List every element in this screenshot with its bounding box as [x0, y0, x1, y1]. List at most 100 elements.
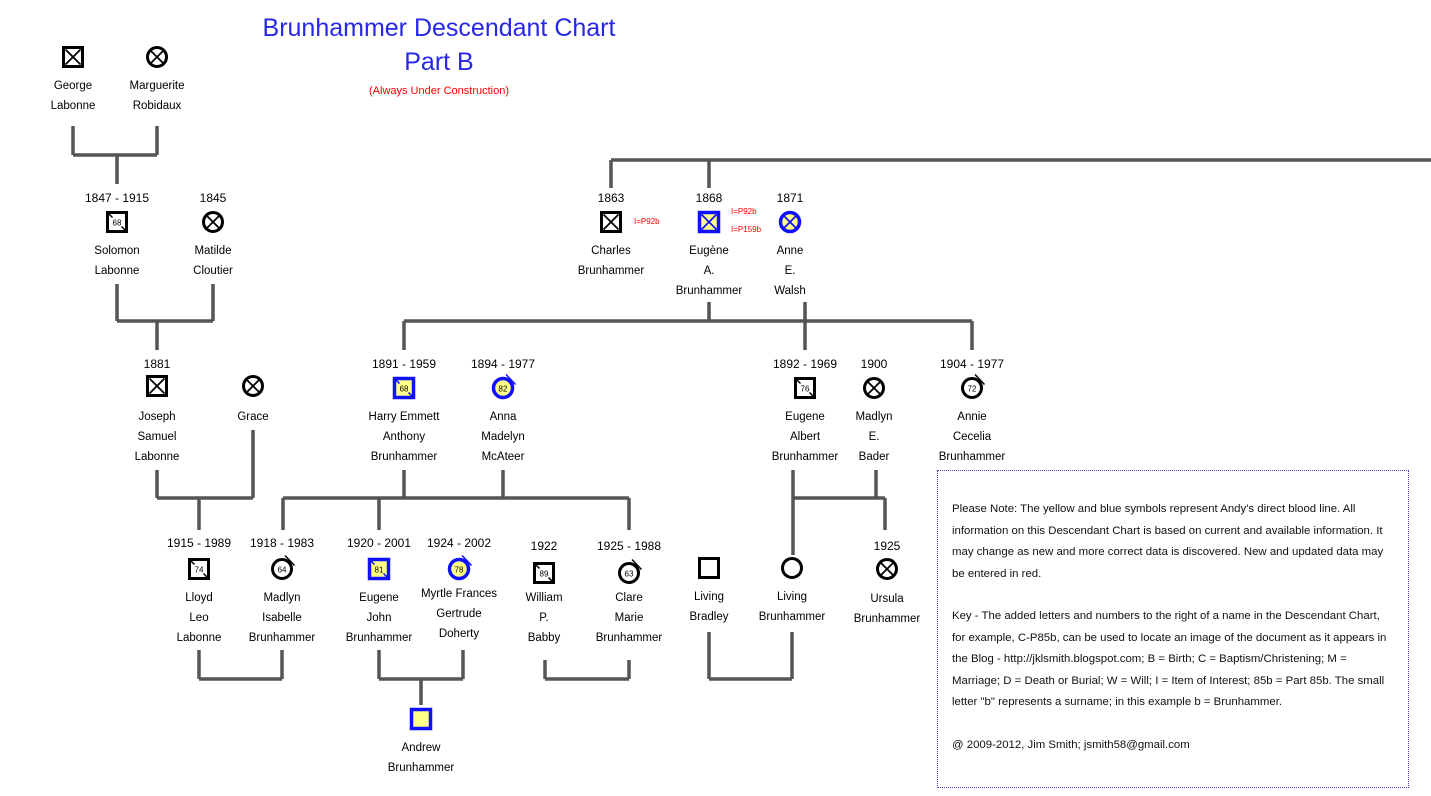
person-matilde-name: Cloutier [193, 265, 233, 277]
person-solomon-deceased-mark-icon [106, 211, 114, 219]
person-matilde-deceased-mark-icon [204, 213, 222, 231]
person-marguerite-name: Marguerite [130, 80, 185, 92]
person-annie-age: 72 [968, 385, 977, 394]
person-anna-mcateer-name: Madelyn [481, 431, 524, 443]
person-ursula-name: Brunhammer [854, 613, 921, 625]
person-madlyn-bader-name: Madlyn [855, 411, 892, 423]
person-grace-name: Grace [237, 411, 268, 423]
person-william-name: Babby [528, 632, 561, 644]
person-eugene-john-dates: 1920 - 2001 [347, 536, 411, 550]
person-madlyn-isabelle-name: Madlyn [263, 592, 300, 604]
person-william-name: William [525, 592, 562, 604]
person-ursula-dates: 1925 [874, 539, 901, 553]
person-eugene-albert-age: 76 [801, 385, 810, 394]
person-charles-name: Charles [591, 245, 631, 257]
person-joseph-name: Joseph [138, 411, 175, 423]
person-eugene-a-name: Brunhammer [676, 285, 743, 297]
legend-note-box: Please Note: The yellow and blue symbols… [937, 470, 1409, 788]
person-joseph-dates: 1881 [144, 357, 171, 371]
person-harry-deceased-mark-icon [393, 377, 401, 385]
person-lloyd-dates: 1915 - 1989 [167, 536, 231, 550]
person-solomon-age: 68 [113, 219, 122, 228]
person-madlyn-isabelle-deceased-mark-icon [284, 554, 296, 567]
person-lloyd-name: Labonne [177, 632, 222, 644]
person-living-bradley-name: Living [694, 591, 724, 603]
person-eugene-john-name: Eugene [359, 592, 399, 604]
person-eugene-john-age: 81 [375, 566, 384, 575]
person-annie-deceased-mark-icon [974, 373, 986, 386]
person-eugene-albert-deceased-mark-icon [794, 377, 802, 385]
person-anna-mcateer-age: 82 [499, 385, 508, 394]
person-grace-deceased-mark-icon [244, 377, 262, 395]
person-anna-mcateer-name: McAteer [482, 451, 525, 463]
person-charles-dates: 1863 [598, 191, 625, 205]
person-solomon-name: Labonne [95, 265, 140, 277]
person-eugene-albert-deceased-mark-icon [808, 391, 816, 399]
person-clare-name: Clare [615, 592, 642, 604]
person-eugene-john-deceased-mark-icon [382, 572, 390, 580]
person-charles-ref-code: I=P92b [634, 217, 660, 226]
person-madlyn-bader-deceased-mark-icon [865, 379, 883, 397]
person-eugene-a-name: Eugène [689, 245, 729, 257]
person-ursula-name: Ursula [870, 593, 904, 605]
person-solomon-dates: 1847 - 1915 [85, 191, 149, 205]
person-george-name: Labonne [51, 100, 96, 112]
person-annie-name: Annie [957, 411, 986, 423]
person-myrtle-name: Gertrude [436, 608, 481, 620]
person-andrew-name: Andrew [402, 742, 442, 754]
person-william-deceased-mark-icon [533, 562, 541, 570]
person-matilde-dates: 1845 [200, 191, 227, 205]
person-lloyd-deceased-mark-icon [202, 572, 210, 580]
person-matilde-name: Matilde [194, 245, 231, 257]
person-myrtle-deceased-mark-icon [461, 554, 473, 567]
person-clare-dates: 1925 - 1988 [597, 539, 661, 553]
person-anne-walsh-deceased-mark-icon [781, 213, 799, 231]
person-madlyn-isabelle-dates: 1918 - 1983 [250, 536, 314, 550]
person-marguerite-deceased-mark-icon [148, 48, 166, 66]
person-joseph-deceased-mark-icon [148, 377, 166, 395]
person-madlyn-bader-name: E. [869, 431, 880, 443]
person-clare-name: Brunhammer [596, 632, 663, 644]
person-eugene-albert-name: Eugene [785, 411, 825, 423]
person-harry-name: Harry Emmett [369, 411, 441, 423]
person-harry-name: Brunhammer [371, 451, 438, 463]
person-annie-name: Brunhammer [939, 451, 1006, 463]
person-anna-mcateer-dates: 1894 - 1977 [471, 357, 535, 371]
person-eugene-a-name: A. [704, 265, 715, 277]
person-solomon-deceased-mark-icon [120, 225, 128, 233]
person-anne-walsh-dates: 1871 [777, 191, 804, 205]
person-joseph-name: Labonne [135, 451, 180, 463]
person-harry-name: Anthony [383, 431, 425, 443]
person-eugene-a-ref-code: I=P159b [731, 225, 762, 234]
person-harry-deceased-mark-icon [407, 391, 415, 399]
person-anne-walsh-name: Walsh [774, 285, 806, 297]
note-copyright: @ 2009-2012, Jim Smith; jsmith58@gmail.c… [952, 738, 1190, 751]
person-william-name: P. [539, 612, 548, 624]
person-anne-walsh-name: Anne [777, 245, 804, 257]
person-marguerite-name: Robidaux [133, 100, 182, 112]
person-eugene-albert-name: Albert [790, 431, 821, 443]
person-myrtle-age: 78 [455, 566, 464, 575]
chart-subtitle-part: Part B [404, 48, 474, 76]
person-clare-name: Marie [615, 612, 644, 624]
person-lloyd-name: Lloyd [185, 592, 213, 604]
person-madlyn-isabelle-female-circle-icon [271, 558, 293, 580]
note-paragraph-blood-line: Please Note: The yellow and blue symbols… [952, 503, 1384, 580]
person-clare-female-circle-icon [618, 562, 640, 584]
person-andrew-name: Brunhammer [388, 762, 455, 774]
person-living-bradley-male-square-icon [698, 557, 720, 579]
person-eugene-john-deceased-mark-icon [368, 558, 376, 566]
person-eugene-a-ref-code: I=P92b [731, 207, 757, 216]
person-andrew-male-square-icon [409, 707, 433, 731]
person-joseph-name: Samuel [138, 431, 177, 443]
person-george-deceased-mark-icon [64, 48, 82, 66]
person-anna-mcateer-female-circle-icon [491, 376, 515, 400]
person-living-brunhammer-female-circle-icon [781, 557, 803, 579]
person-eugene-john-name: John [367, 612, 392, 624]
person-eugene-albert-name: Brunhammer [772, 451, 839, 463]
person-lloyd-deceased-mark-icon [188, 558, 196, 566]
person-madlyn-bader-dates: 1900 [861, 357, 888, 371]
person-ursula-deceased-mark-icon [878, 560, 896, 578]
person-lloyd-age: 74 [195, 566, 204, 575]
construction-note: (Always Under Construction) [369, 85, 509, 97]
